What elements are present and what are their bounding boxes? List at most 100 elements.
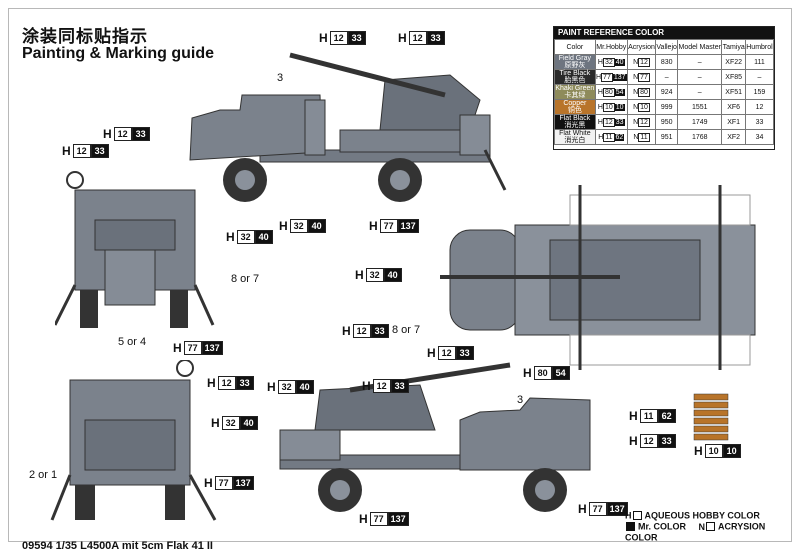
tamiya-cell: XF51 [721, 84, 746, 100]
column-header: Model Master [677, 39, 723, 55]
tamiya-cell: XF6 [721, 99, 746, 115]
vallejo-cell: 924 [655, 84, 679, 100]
model-master-cell: 1749 [677, 114, 723, 130]
legend-acrysion-text: ACRYSION COLOR [625, 521, 766, 543]
marking-number-label: 3 [517, 394, 524, 406]
column-header: Mr.Hobby [594, 39, 628, 55]
column-header: Humbrol [744, 39, 775, 55]
page-frame [8, 8, 792, 542]
marking-option-label: 5 or 4 [118, 336, 147, 348]
model-master-cell: 1551 [677, 99, 723, 115]
color-name-en: Khaki Green [555, 85, 595, 92]
marking-option-label: 2 or 1 [29, 469, 58, 481]
humbrol-cell: 111 [744, 54, 775, 70]
footer-product-title: 09594 1/35 L4500A mit 5cm Flak 41 II [22, 540, 213, 552]
color-name-cn: 卡其绿 [564, 92, 586, 99]
vallejo-cell: – [655, 69, 679, 85]
color-name-cn: 消光黑 [564, 122, 586, 129]
color-name-cn: 胎黑色 [564, 77, 586, 84]
marking-option-label: 8 or 7 [392, 324, 421, 336]
legend-n-mark: N [698, 521, 706, 532]
legend-mr-text: Mr. COLOR [638, 521, 687, 532]
model-master-cell: – [677, 84, 723, 100]
color-name-cn: 消光白 [564, 137, 586, 144]
title-chinese: 涂装同标贴指示 [22, 27, 148, 47]
legend-square-icon [706, 522, 716, 532]
color-name-en: Flat White [559, 130, 591, 137]
side-view-bottom-illustration [279, 362, 591, 512]
color-name-cn: 原野灰 [564, 62, 586, 69]
rear-view-illustration [50, 360, 217, 521]
legend-aqueous: H AQUEOUS HOBBY COLOR [625, 510, 760, 521]
color-name-en: Field Gray [558, 55, 591, 62]
color-name-en: Tire Black [559, 70, 591, 77]
ammo-rounds-illustration [693, 393, 729, 441]
column-header: Color [554, 39, 596, 55]
side-view-top-illustration [189, 52, 507, 202]
vallejo-cell: 950 [655, 114, 679, 130]
column-header: Vallejo [655, 39, 679, 55]
title-english: Painting & Marking guide [22, 45, 215, 62]
tamiya-cell: XF2 [721, 129, 746, 145]
model-master-cell: 1768 [677, 129, 723, 145]
front-view-illustration [55, 171, 215, 328]
tamiya-cell: XF85 [721, 69, 746, 85]
column-header: Tamiya [721, 39, 746, 55]
legend-square-icon [632, 511, 642, 521]
model-master-cell: – [677, 69, 723, 85]
vallejo-cell: 999 [655, 99, 679, 115]
top-view-illustration [440, 185, 756, 370]
column-header: Acrysion [626, 39, 657, 55]
marking-option-label: 8 or 7 [231, 273, 260, 285]
legend-h-mark: H [625, 510, 632, 521]
humbrol-cell: – [744, 69, 775, 85]
legend-aqueous-text: AQUEOUS HOBBY COLOR [644, 510, 760, 521]
legend-filled-square-icon [626, 522, 635, 532]
model-master-cell: – [677, 54, 723, 70]
